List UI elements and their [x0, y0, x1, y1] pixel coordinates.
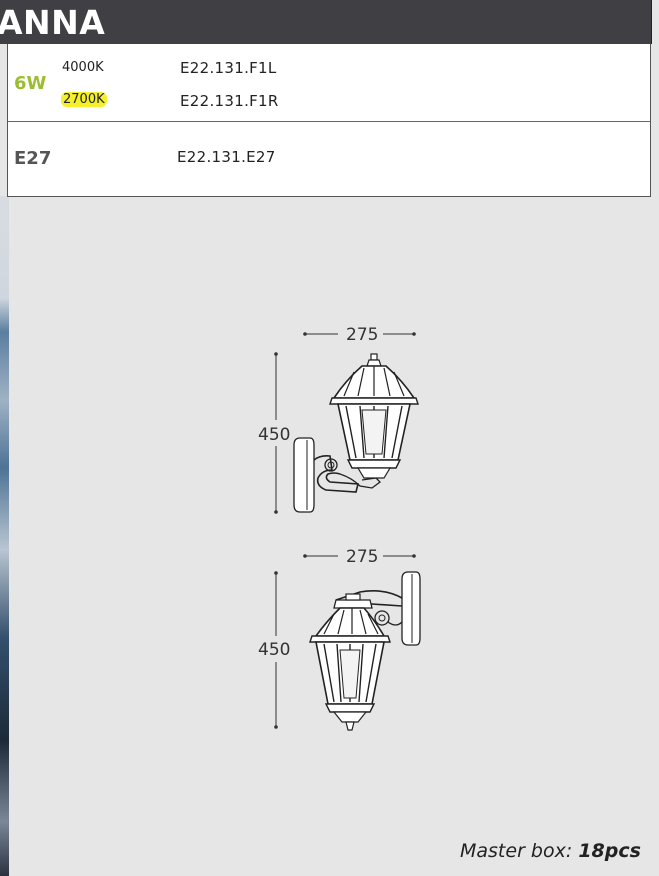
master-box-label: Master box:	[460, 840, 573, 862]
row-divider	[8, 121, 650, 122]
width-dimension-bottom: 275	[346, 547, 378, 567]
color-temp-4000: 4000K	[62, 60, 104, 75]
color-temp-2700-highlighted: 2700K	[61, 92, 107, 107]
spec-table: 6W 4000K 2700K E22.131.F1L E22.131.F1R E…	[7, 44, 651, 197]
page-title: ANNA	[0, 3, 106, 42]
drawing-hanging: 275 450	[258, 547, 421, 731]
product-code-f1l: E22.131.F1L	[180, 59, 277, 77]
title-bar: ANNA	[0, 0, 652, 44]
height-dimension-top: 450	[258, 425, 290, 445]
product-code-f1r: E22.131.F1R	[180, 92, 279, 110]
wattage-label: 6W	[14, 73, 47, 94]
width-dimension-top: 275	[346, 325, 378, 345]
height-dimension-bottom: 450	[258, 640, 290, 660]
background-photo-edge	[0, 196, 9, 876]
product-code-e27: E22.131.E27	[177, 148, 276, 166]
master-box-quantity: 18pcs	[578, 840, 641, 862]
master-box-note: Master box: 18pcs	[460, 840, 641, 862]
drawing-upright: 275 450	[258, 325, 419, 514]
socket-label: E27	[14, 148, 52, 169]
